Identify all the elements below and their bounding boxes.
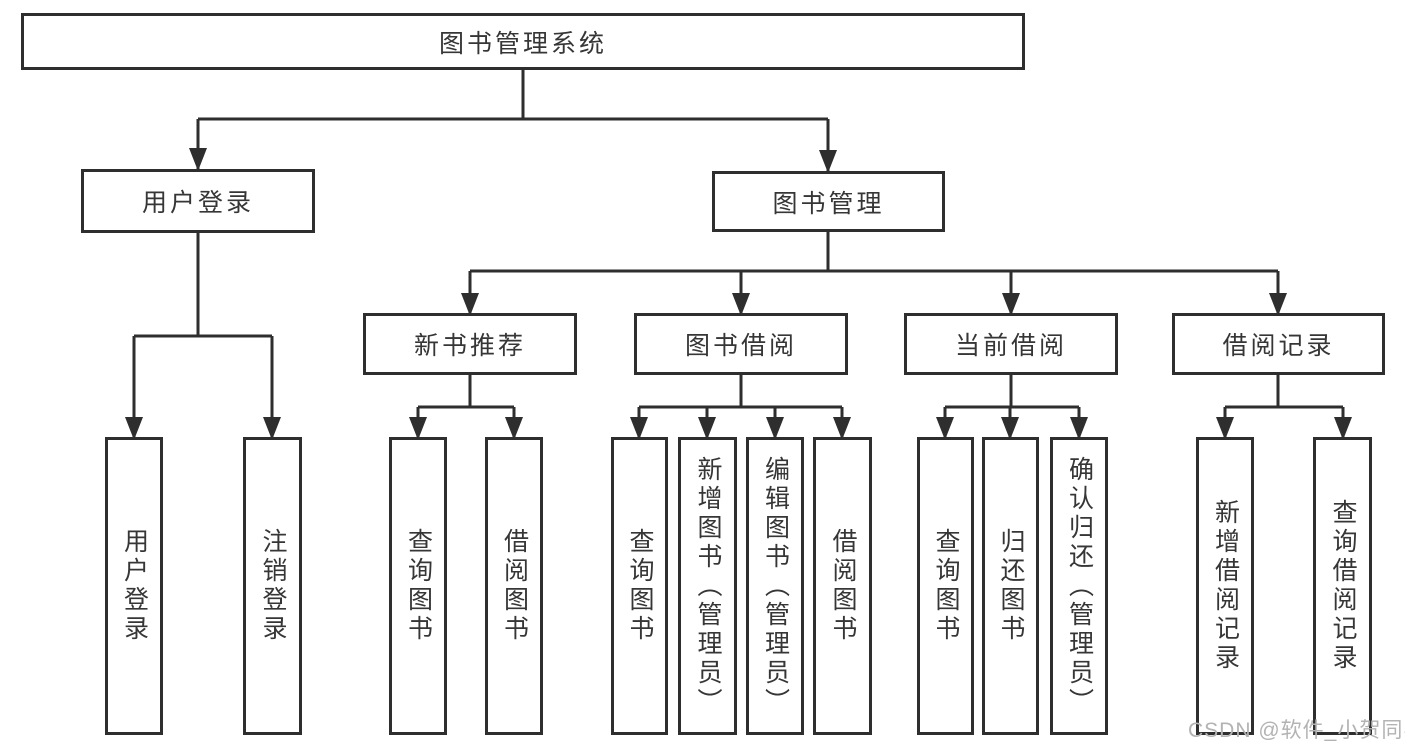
leaf-recommend-borrow-books: 借阅图书 <box>485 437 543 735</box>
leaf-logout: 注销登录 <box>243 437 302 735</box>
leaf-borrowing-borrow-books: 借阅图书 <box>813 437 872 735</box>
leaf-edit-books-admin: 编辑图书（管理员） <box>746 437 804 735</box>
leaf-current-query-books: 查询图书 <box>917 437 974 735</box>
node-current-borrowing: 当前借阅 <box>904 313 1118 375</box>
leaf-add-books-admin: 新增图书（管理员） <box>678 437 737 735</box>
node-book-management: 图书管理 <box>712 171 945 232</box>
arrowheads <box>125 148 1352 440</box>
leaf-borrowing-query-books: 查询图书 <box>611 437 668 735</box>
node-borrow-records: 借阅记录 <box>1172 313 1385 375</box>
csdn-watermark: CSDN @软件_小贺同学 <box>1188 719 1405 742</box>
leaf-query-borrow-record: 查询借阅记录 <box>1313 437 1372 735</box>
leaf-user-login: 用户登录 <box>105 437 163 735</box>
leaf-recommend-query-books: 查询图书 <box>389 437 447 735</box>
leaf-return-books: 归还图书 <box>982 437 1039 735</box>
node-book-borrowing: 图书借阅 <box>634 313 848 375</box>
node-new-book-recommend: 新书推荐 <box>363 313 577 375</box>
node-user-login: 用户登录 <box>81 169 315 233</box>
leaf-confirm-return-admin: 确认归还（管理员） <box>1050 437 1108 735</box>
leaf-add-borrow-record: 新增借阅记录 <box>1196 437 1254 735</box>
node-root-system: 图书管理系统 <box>21 13 1025 70</box>
